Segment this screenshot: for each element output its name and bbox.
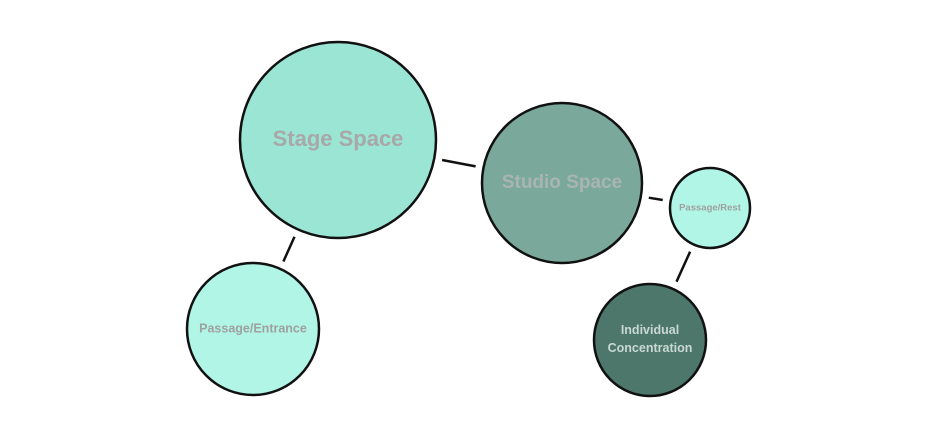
node-stage-space: Stage Space (238, 40, 438, 240)
node-passage-entrance: Passage/Entrance (185, 261, 321, 397)
node-label-passage-entrance: Passage/Entrance (199, 321, 307, 335)
node-circle-passage-entrance (185, 261, 321, 397)
edge-stage-space-to-studio-space (441, 158, 476, 168)
edge-studio-space-to-passage-rest (648, 196, 663, 202)
node-circle-individual-concentration (592, 282, 708, 398)
node-circle-passage-rest (668, 166, 752, 250)
edge-passage-rest-to-individual-concentration (675, 251, 692, 283)
edges-layer (282, 158, 692, 283)
node-passage-rest: Passage/Rest (668, 166, 752, 250)
node-label-passage-rest: Passage/Rest (679, 203, 742, 214)
node-circle-studio-space (480, 101, 644, 265)
node-label-stage-space: Stage Space (273, 126, 404, 151)
edge-stage-space-to-passage-entrance (282, 236, 296, 263)
node-label-studio-space: Studio Space (502, 172, 622, 193)
node-studio-space: Studio Space (480, 101, 644, 265)
node-circle-stage-space (238, 40, 438, 240)
